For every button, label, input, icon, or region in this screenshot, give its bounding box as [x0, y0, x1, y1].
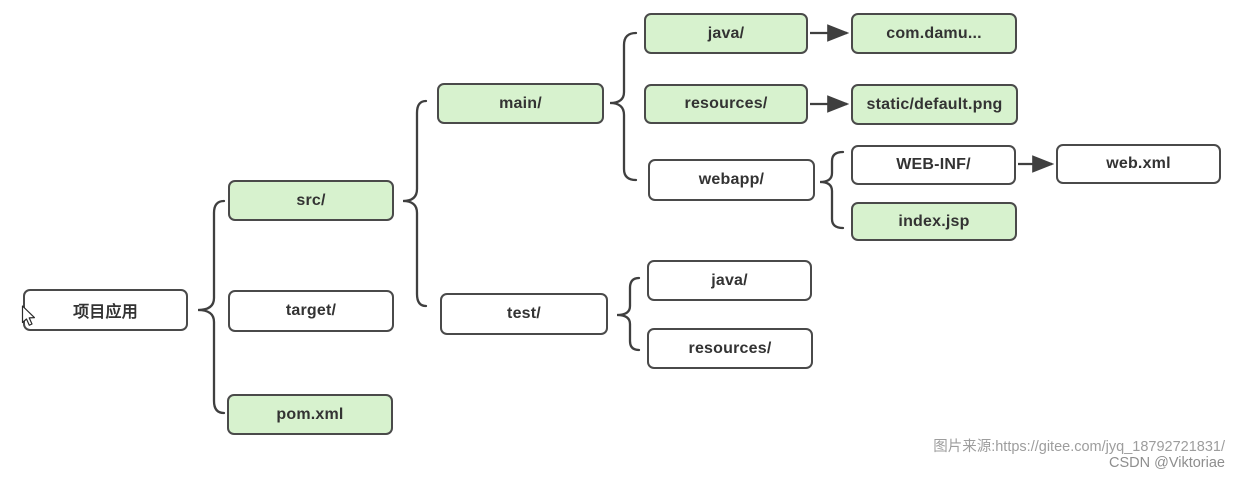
node-com-damu-package: com.damu... — [851, 13, 1017, 54]
node-main: main/ — [437, 83, 604, 124]
node-web-inf: WEB-INF/ — [851, 145, 1016, 185]
node-static-default-png: static/default.png — [851, 84, 1018, 125]
brace-main-to-children — [609, 31, 638, 182]
node-project-root: 项目应用 — [23, 289, 188, 331]
brace-test-to-children — [616, 276, 641, 352]
node-main-java: java/ — [644, 13, 808, 54]
node-test-java: java/ — [647, 260, 812, 301]
watermark: 图片来源:https://gitee.com/jyq_18792721831/ … — [933, 439, 1225, 471]
mouse-cursor-icon — [21, 305, 35, 326]
watermark-csdn-author: CSDN @Viktoriae — [1109, 455, 1225, 471]
node-test: test/ — [440, 293, 608, 335]
brace-src-to-children — [402, 99, 428, 308]
node-webapp: webapp/ — [648, 159, 815, 201]
node-pom-xml: pom.xml — [227, 394, 393, 435]
node-index-jsp: index.jsp — [851, 202, 1017, 241]
node-target: target/ — [228, 290, 394, 332]
node-main-resources: resources/ — [644, 84, 808, 124]
brace-webapp-to-children — [819, 150, 845, 230]
brace-project-to-children — [197, 199, 226, 415]
node-web-xml: web.xml — [1056, 144, 1221, 184]
node-test-resources: resources/ — [647, 328, 813, 369]
watermark-source-line: 图片来源:https://gitee.com/jyq_18792721831/ — [933, 439, 1225, 455]
node-src: src/ — [228, 180, 394, 221]
